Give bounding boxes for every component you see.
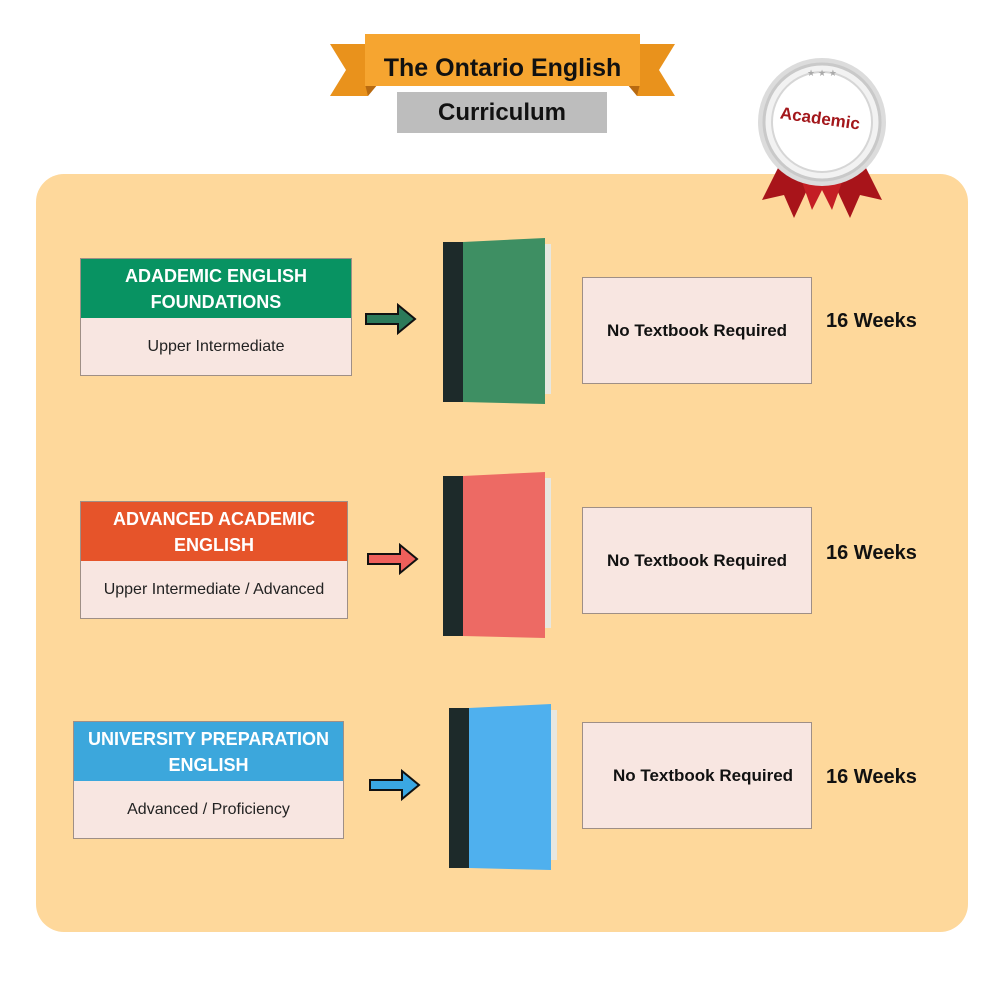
- arrow-right-icon: [365, 302, 417, 336]
- duration-label: 16 Weeks: [826, 542, 917, 564]
- textbook-box: No Textbook Required: [582, 277, 812, 384]
- course-level: Upper Intermediate: [147, 337, 285, 355]
- course-title: UNIVERSITY PREPARATION ENGLISH: [74, 722, 343, 781]
- course-level: Advanced / Proficiency: [127, 800, 290, 818]
- duration-label: 16 Weeks: [826, 766, 917, 788]
- svg-text:★ ★ ★: ★ ★ ★: [807, 69, 837, 79]
- textbook-box: No Textbook Required: [582, 507, 812, 614]
- red-book-icon: [443, 472, 551, 638]
- title-line-1: The Ontario English: [383, 53, 622, 82]
- green-book-icon: [443, 238, 551, 404]
- title-ribbon: [330, 34, 675, 96]
- course-level: Upper Intermediate / Advanced: [103, 580, 325, 598]
- arrow-right-icon: [367, 542, 419, 576]
- textbook-box: No Textbook Required: [582, 722, 812, 829]
- course-card-foundations: ADADEMIC ENGLISH FOUNDATIONS Upper Inter…: [80, 258, 352, 376]
- blue-book-icon: [449, 704, 557, 870]
- course-title: ADVANCED ACADEMIC ENGLISH: [81, 502, 347, 561]
- course-title: ADADEMIC ENGLISH FOUNDATIONS: [81, 259, 351, 318]
- course-card-advanced: ADVANCED ACADEMIC ENGLISH Upper Intermed…: [80, 501, 348, 619]
- title-line-2: Curriculum: [397, 92, 607, 133]
- arrow-right-icon: [369, 768, 421, 802]
- course-card-university: UNIVERSITY PREPARATION ENGLISH Advanced …: [73, 721, 344, 839]
- duration-label: 16 Weeks: [826, 310, 917, 332]
- academic-seal-icon: ★ ★ ★: [758, 58, 886, 218]
